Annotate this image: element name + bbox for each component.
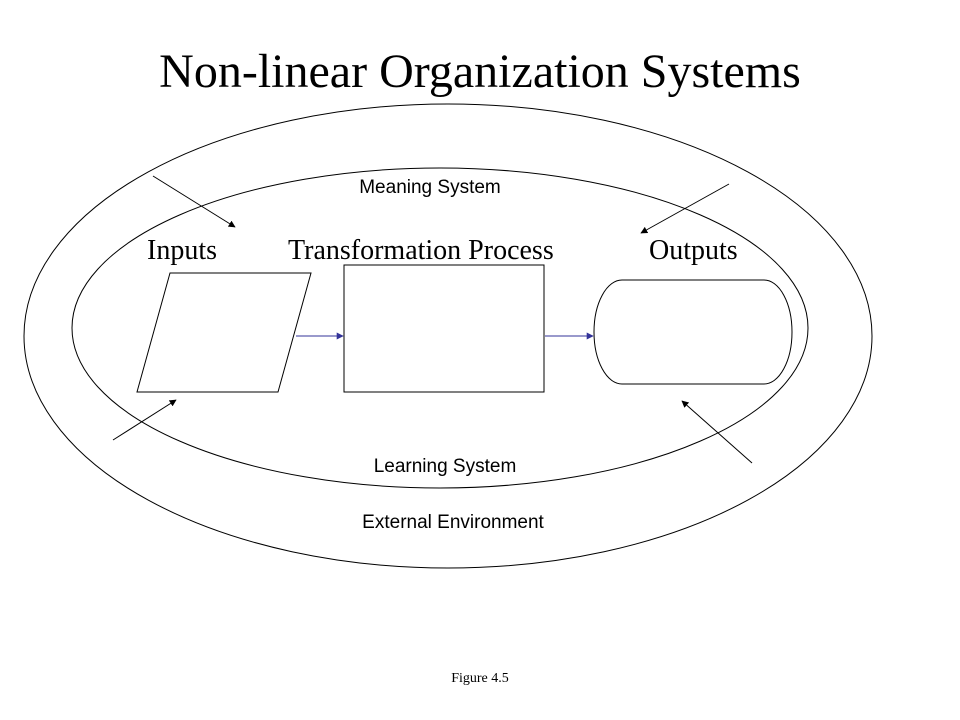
figure-caption: Figure 4.5 [451, 671, 509, 686]
external-environment-ellipse [23, 103, 873, 569]
learning-to-inputs-arrow [112, 399, 177, 441]
organization-ellipse [71, 167, 809, 489]
learning-to-outputs-arrow [681, 400, 753, 464]
slide-title: Non-linear Organization Systems [159, 45, 801, 98]
external-environment-label: External Environment [362, 512, 544, 533]
meaning-system-label: Meaning System [359, 177, 501, 198]
learning-system-label: Learning System [373, 456, 517, 477]
inputs-parallelogram [136, 272, 312, 393]
outputs-label: Outputs [649, 235, 738, 266]
environment-to-inputs-arrow [152, 175, 236, 228]
transformation-process-box [343, 264, 545, 393]
inputs-label: Inputs [147, 235, 217, 266]
transformation-process-label: Transformation Process [288, 235, 554, 266]
outputs-terminal-shape [593, 279, 793, 385]
environment-to-outputs-arrow [640, 183, 730, 234]
